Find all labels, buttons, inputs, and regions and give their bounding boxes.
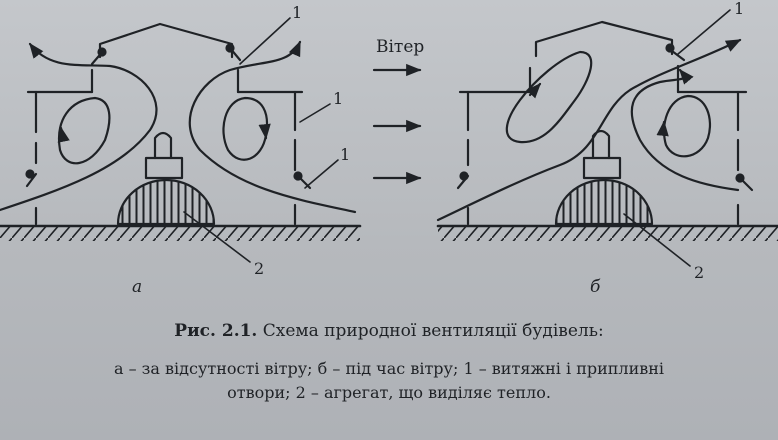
caption-line-3: отвори; 2 – агрегат, що виділяє тепло. — [227, 383, 551, 402]
panel-letter-b: б — [590, 277, 601, 297]
left-wall — [458, 66, 532, 226]
leaders-a — [183, 17, 339, 263]
caption-title-line: Рис. 2.1. Схема природної вентиляції буд… — [0, 320, 778, 342]
caption-line-2: а – за відсутності вітру; б – під час ві… — [113, 359, 665, 378]
panel-b — [436, 9, 778, 267]
label-1-low-a: 1 — [340, 145, 350, 164]
caption-title: Схема природної вентиляції будівель: — [262, 321, 604, 341]
right-wall — [236, 68, 304, 226]
panel-a — [0, 17, 362, 263]
right-wall — [676, 64, 748, 226]
vent-flaps — [456, 43, 754, 192]
ground-hatch — [0, 227, 360, 241]
label-1-top-b: 1 — [734, 0, 744, 18]
ground-hatch — [438, 227, 778, 241]
vent-flaps — [25, 43, 312, 190]
leaders-b — [623, 9, 731, 267]
wind-label: Вітер — [376, 37, 424, 57]
panel-letter-a: а — [132, 277, 142, 297]
wind-arrows — [372, 63, 422, 185]
label-2-a: 2 — [254, 259, 264, 278]
heat-unit — [116, 131, 216, 226]
ventilation-diagram: Вітер 1 1 1 2 а 1 2 б — [0, 0, 778, 297]
roof — [534, 20, 674, 58]
roof — [98, 22, 234, 59]
heat-unit — [554, 129, 654, 226]
label-2-b: 2 — [694, 263, 704, 282]
label-1-top-a: 1 — [292, 3, 302, 22]
caption-prefix: Рис. 2.1. — [174, 321, 258, 341]
airflow-b — [436, 38, 742, 222]
left-wall — [26, 68, 94, 226]
label-1-mid-a: 1 — [333, 89, 343, 108]
airflow-a — [0, 40, 357, 214]
